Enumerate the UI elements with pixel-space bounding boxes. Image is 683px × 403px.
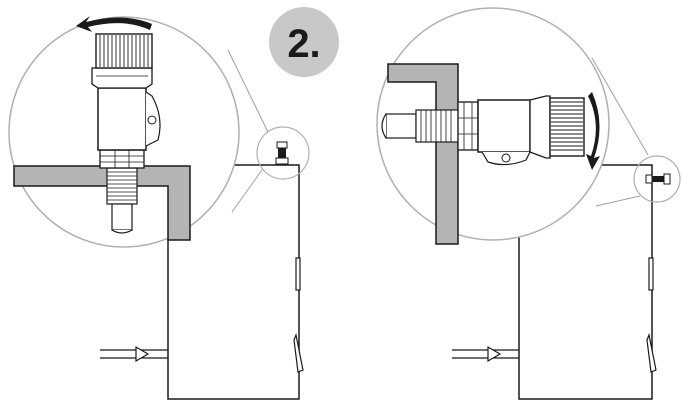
left-callout (8, 16, 240, 248)
left-rotation-arrow (76, 16, 152, 32)
right-wall (387, 63, 459, 245)
left-body (97, 87, 147, 151)
right-inlet-arrow (452, 345, 519, 363)
right-rotation-arrow (586, 92, 600, 170)
right-body (477, 99, 531, 153)
left-thread (106, 167, 138, 205)
left-probe-tip (111, 203, 133, 231)
left-wall (13, 165, 191, 241)
right-tank-valve (646, 332, 657, 373)
right-leader-top (591, 57, 649, 156)
left-tank-valve (293, 332, 304, 373)
left-leader-top (227, 49, 269, 133)
right-panel (376, 7, 681, 400)
right-callout (376, 7, 610, 245)
right-leader-bottom (595, 195, 641, 207)
right-collar (529, 95, 551, 159)
right-hex-nut (457, 101, 479, 151)
right-thread (415, 109, 459, 143)
step-badge: 2. (269, 7, 339, 77)
left-inlet-arrow (100, 345, 168, 363)
right-mini-sensor (645, 173, 671, 185)
left-zoom-origin (256, 126, 310, 180)
left-hex-nut (99, 149, 145, 169)
left-mini-sensor (275, 141, 289, 165)
right-knurled-cap (549, 97, 585, 157)
left-collar (91, 67, 153, 89)
right-probe-tip (385, 113, 417, 139)
right-zoom-origin (633, 155, 681, 203)
left-panel (8, 16, 310, 400)
step-number: 2. (287, 22, 320, 66)
left-tank-fitting-upper (295, 257, 301, 291)
left-leader-bottom (231, 169, 263, 213)
right-tank-fitting-upper (648, 257, 654, 291)
